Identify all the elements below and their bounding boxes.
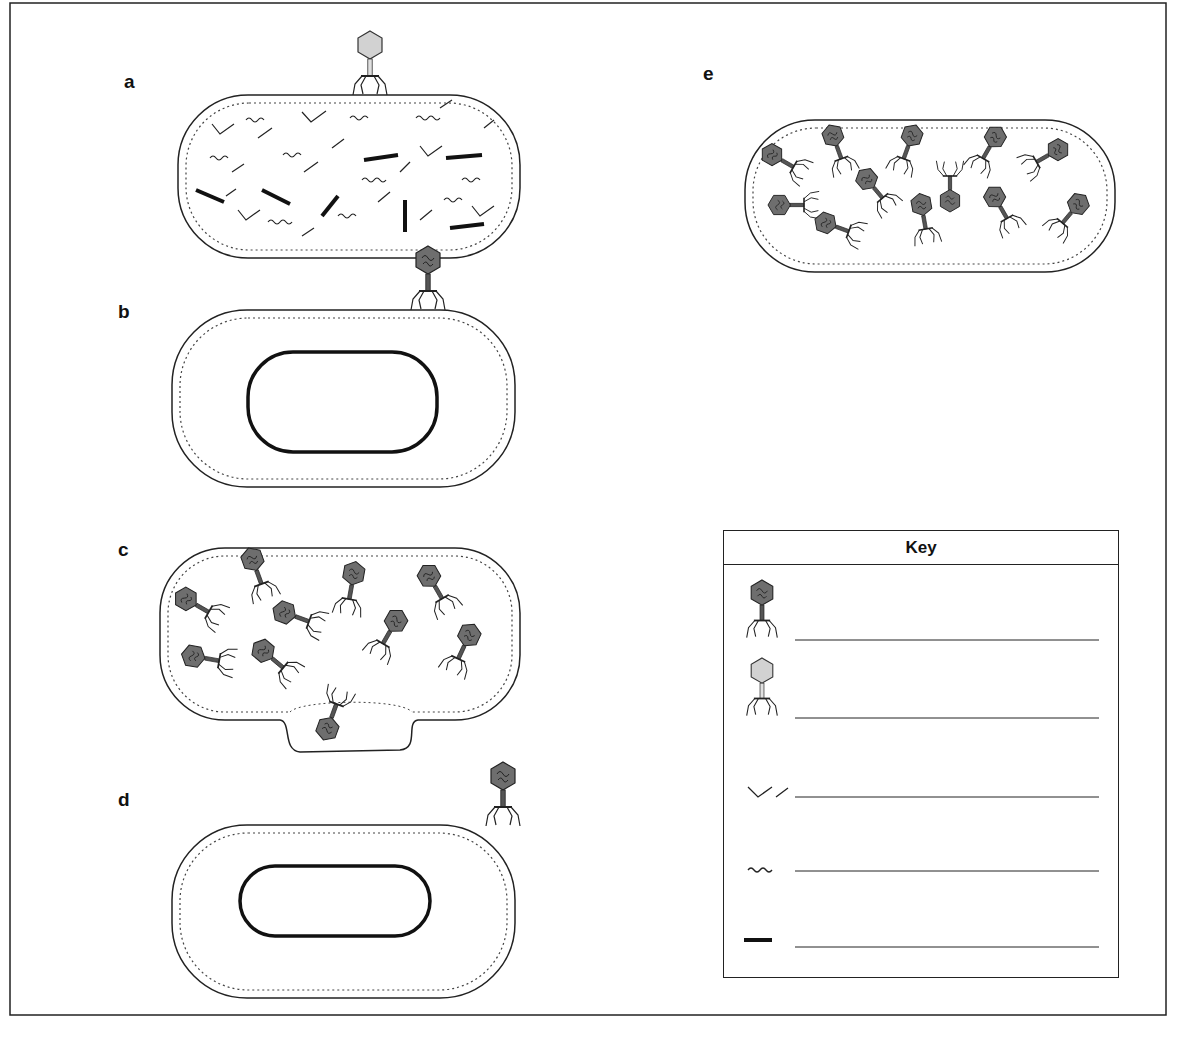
panel-letter: d xyxy=(118,790,130,809)
panel-letter: a xyxy=(124,72,135,91)
panel-e-cell xyxy=(745,120,1115,272)
panel-d-cell xyxy=(172,762,520,998)
panel-letter: e xyxy=(703,64,714,83)
panel-letter: c xyxy=(118,540,129,559)
panel-a-cell xyxy=(178,31,520,258)
key-box: Key xyxy=(723,530,1119,978)
key-heading: Key xyxy=(724,531,1118,565)
key-symbols xyxy=(744,580,1099,947)
panel-b-cell xyxy=(172,246,515,487)
panel-c-cell xyxy=(160,543,520,752)
panel-letter: b xyxy=(118,302,130,321)
